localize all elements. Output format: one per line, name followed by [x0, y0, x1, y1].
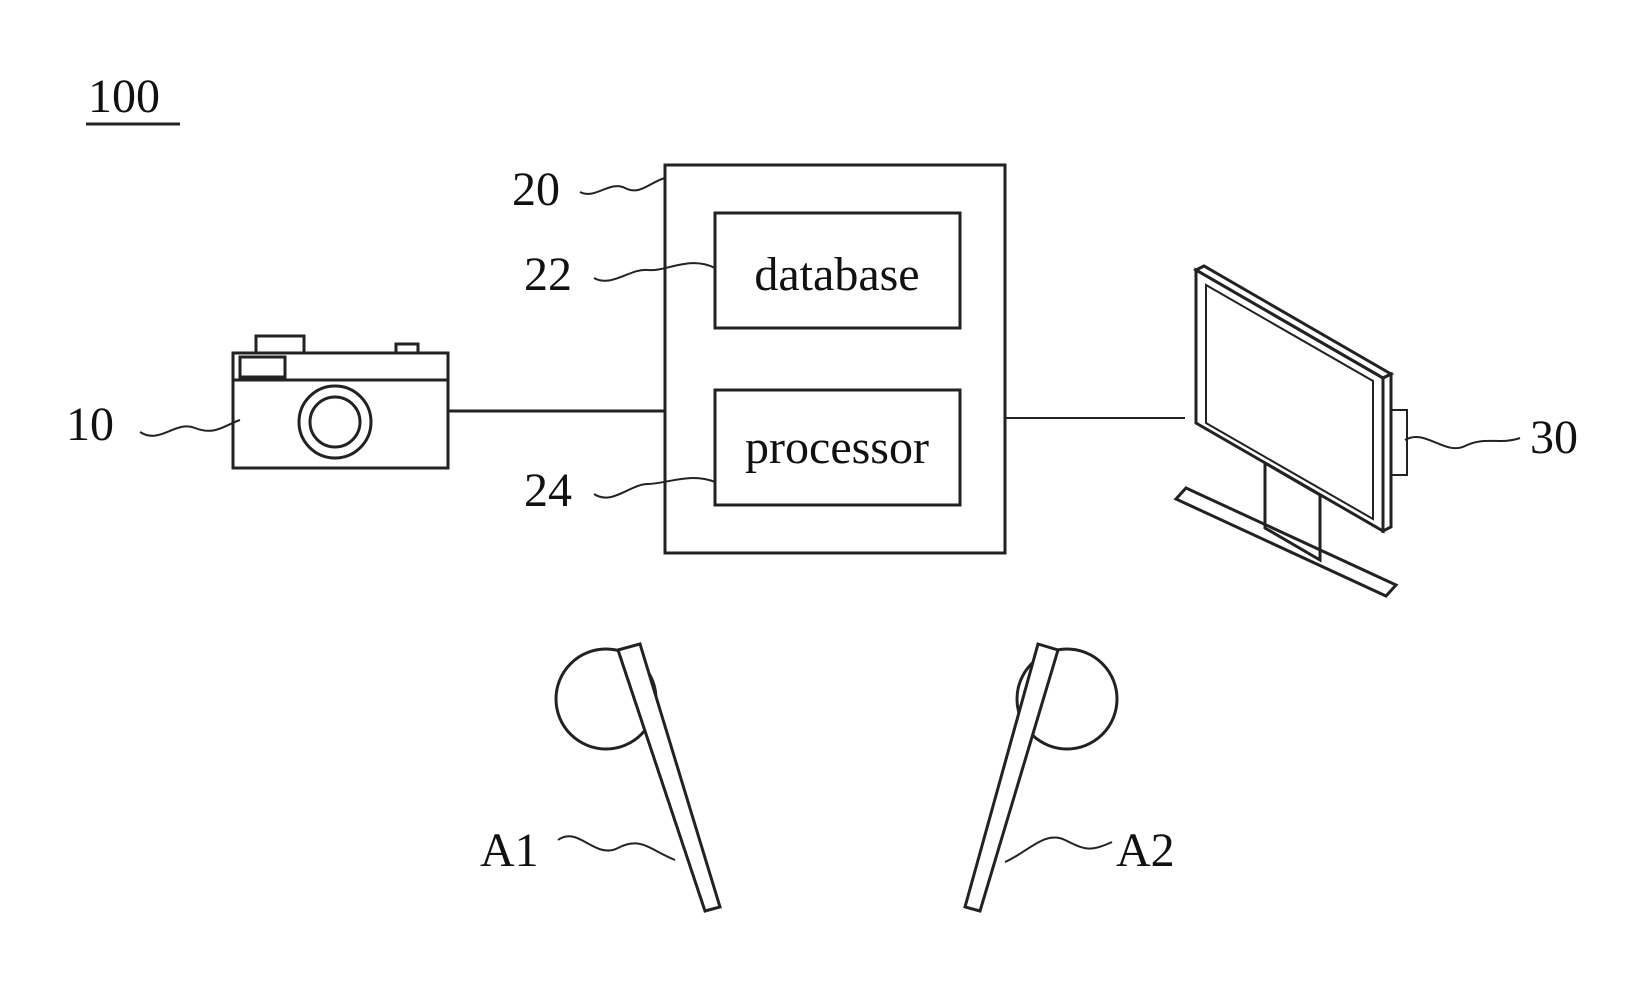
monitor-icon: [1176, 266, 1407, 596]
user-a2-icon: [965, 644, 1117, 911]
figure-number: 100: [88, 70, 160, 123]
camera-leader-line: [140, 420, 240, 436]
user-a2-leader-line: [1005, 837, 1112, 862]
camera-icon: [233, 336, 448, 468]
user-a1-icon: [556, 644, 720, 911]
user-a2-ref-label: A2: [1116, 824, 1175, 877]
database-box-label: database: [754, 248, 919, 301]
processor-box-label: processor: [745, 421, 929, 474]
database-leader-line: [594, 263, 715, 281]
user-a1-leader-line: [558, 836, 675, 860]
user-a1-ref-label: A1: [480, 824, 539, 877]
display-ref-label: 30: [1530, 411, 1578, 464]
processor-leader-line: [594, 478, 715, 498]
processor-ref-label: 24: [524, 464, 572, 517]
system-ref-label: 20: [512, 163, 560, 216]
database-ref-label: 22: [524, 248, 572, 301]
display-leader-line: [1405, 437, 1520, 448]
system-leader-line: [580, 178, 665, 194]
camera-ref-label: 10: [66, 398, 114, 451]
